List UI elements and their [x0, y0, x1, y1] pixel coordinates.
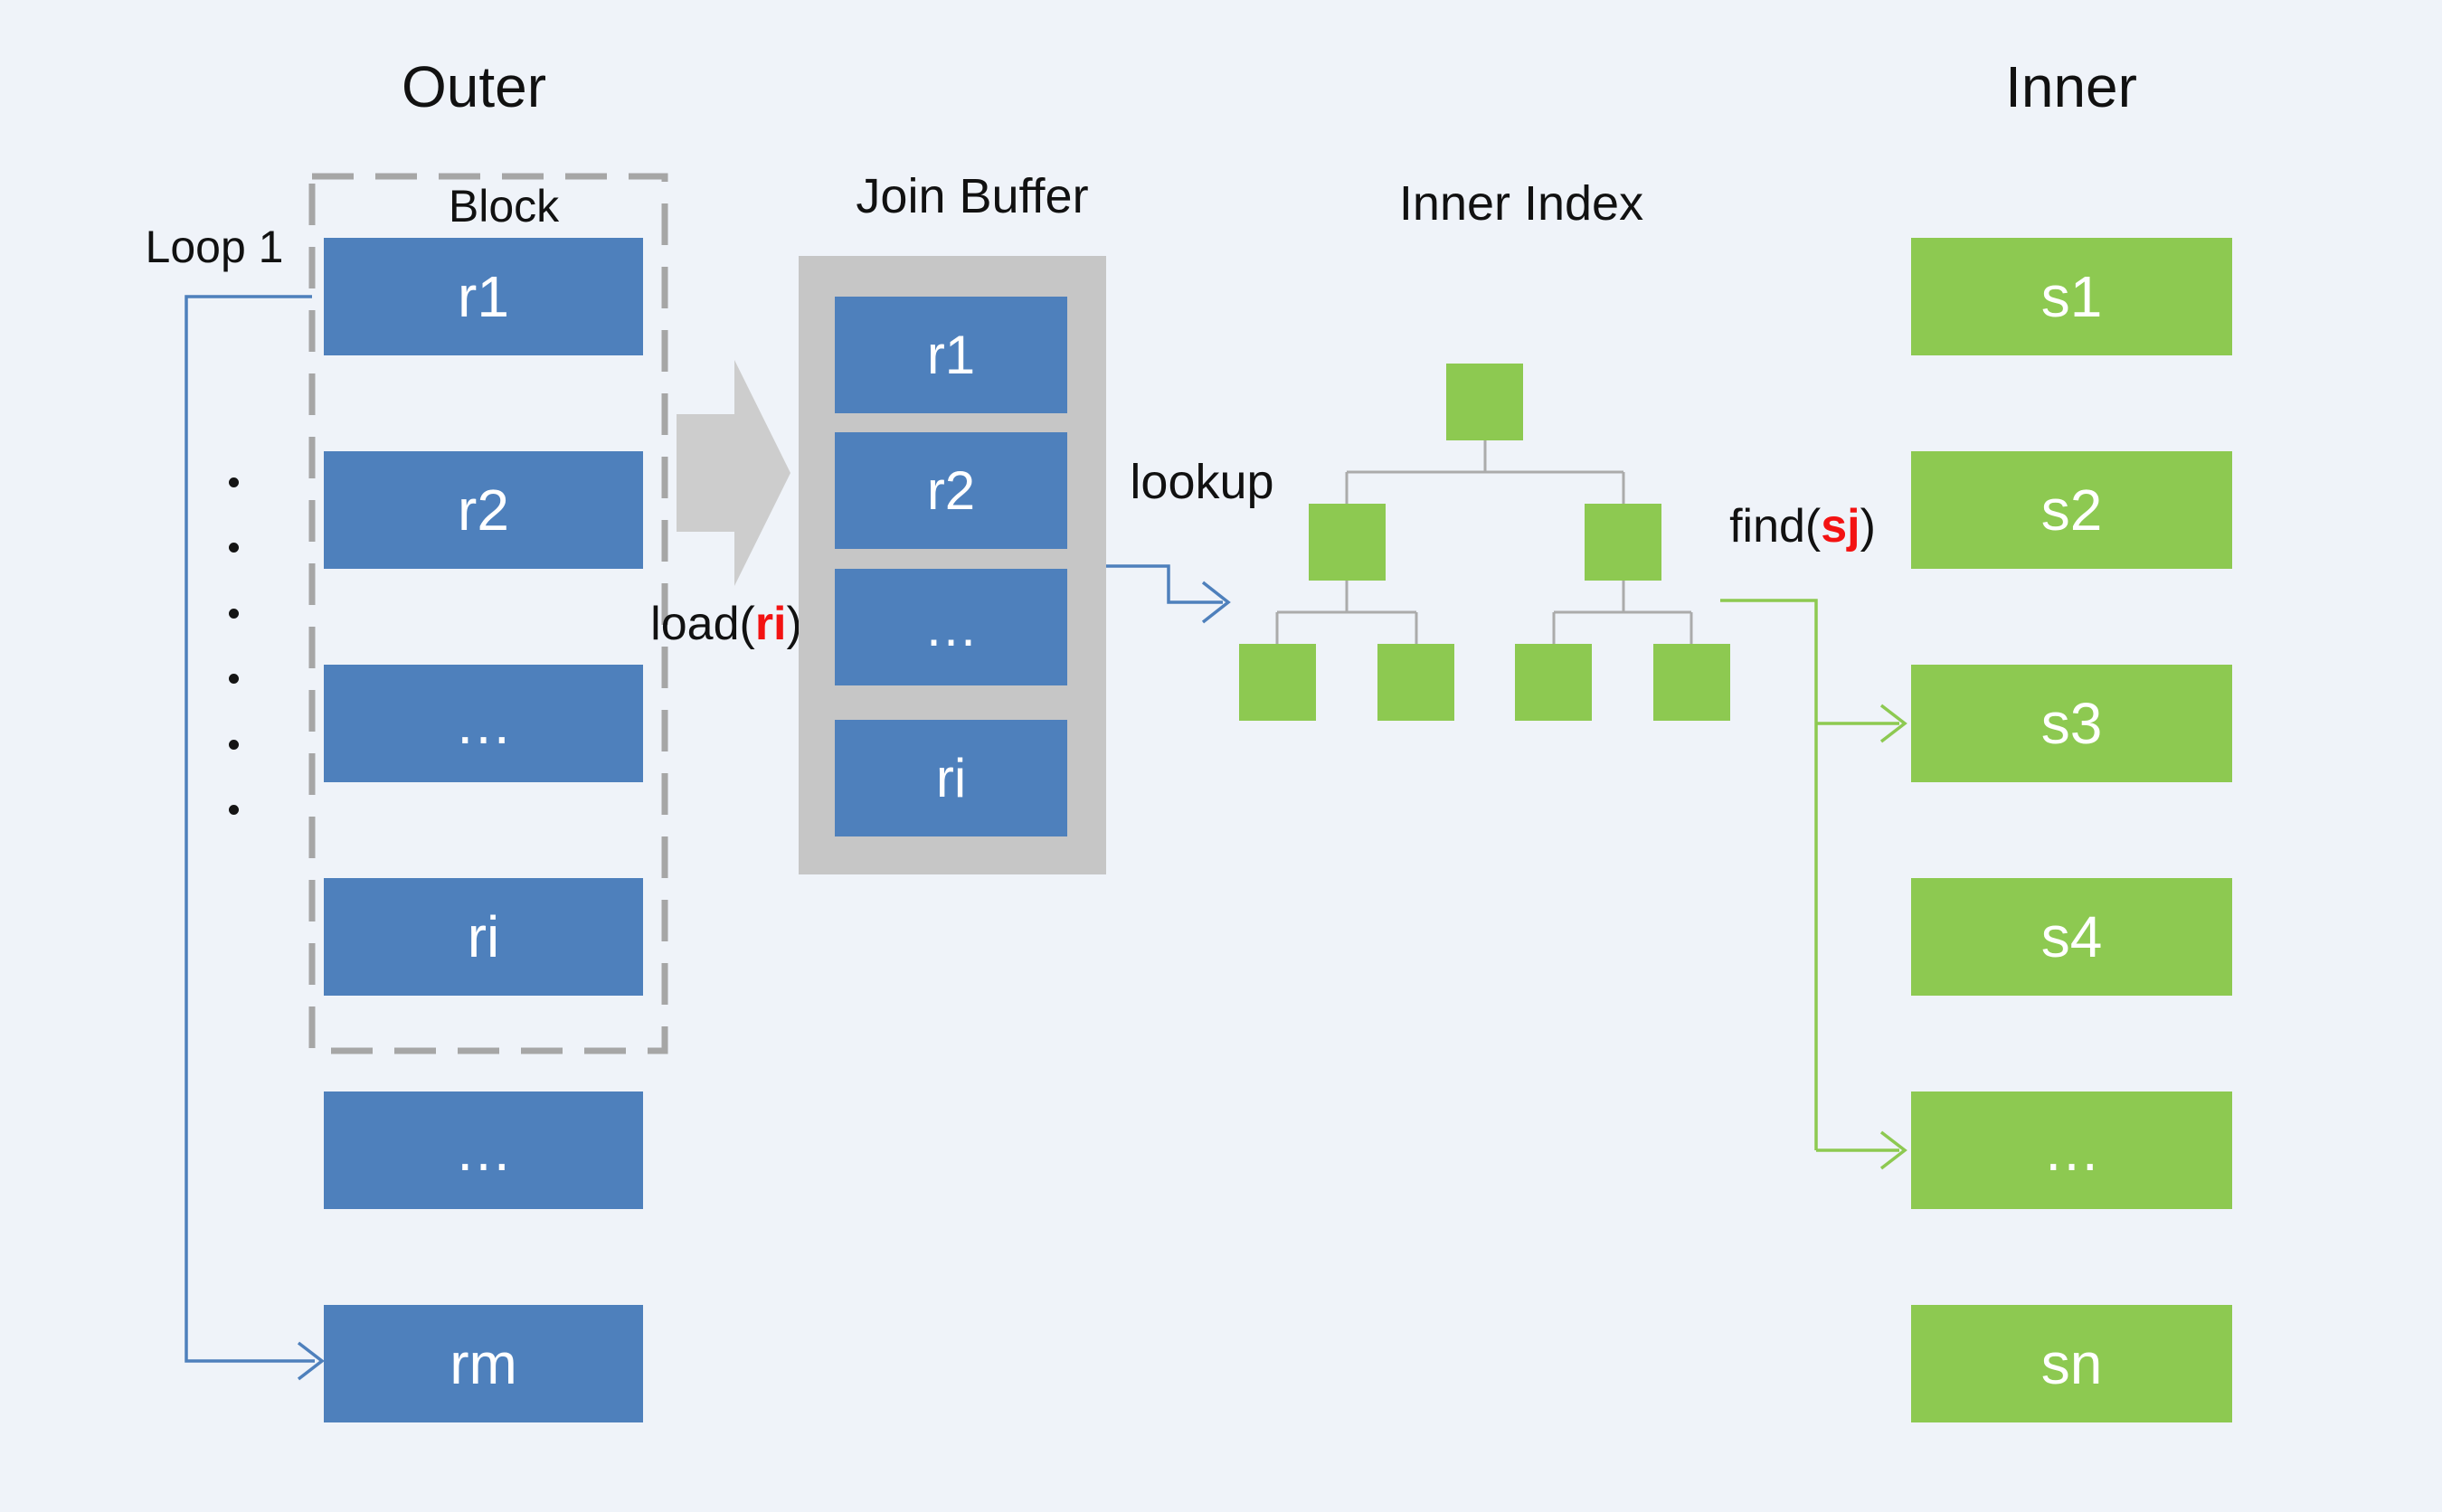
outer-row-ellipsis: … — [324, 665, 643, 782]
ellipsis-dot — [229, 543, 239, 553]
buffer-row-label: ri — [935, 747, 967, 808]
tree-node-leaf-4 — [1653, 644, 1730, 721]
buffer-row-r2: r2 — [835, 432, 1067, 549]
outer-row-label: ri — [467, 904, 500, 969]
ellipsis-dot — [229, 674, 239, 684]
inner-row-s3: s3 — [1911, 665, 2232, 782]
outer-row-r2: r2 — [324, 451, 643, 569]
outer-row-ellipsis: … — [324, 1091, 643, 1209]
inner-row-label: sn — [2040, 1331, 2103, 1396]
inner-title: Inner — [2005, 54, 2137, 119]
lookup-label: lookup — [1130, 455, 1274, 509]
inner-row-s1: s1 — [1911, 238, 2232, 355]
inner-row-sn: sn — [1911, 1305, 2232, 1422]
inner-row-s2: s2 — [1911, 451, 2232, 569]
inner-row-label: s3 — [2040, 691, 2103, 756]
outer-row-label: … — [454, 1118, 513, 1183]
load-suffix: ) — [786, 598, 802, 650]
outer-row-label: rm — [450, 1331, 517, 1396]
find-suffix: ) — [1860, 500, 1876, 553]
inner-row-label: … — [2042, 1118, 2101, 1183]
buffer-row-ri: ri — [835, 720, 1067, 836]
load-prefix: load( — [650, 598, 755, 650]
buffer-row-r1: r1 — [835, 297, 1067, 413]
loop1-label: Loop 1 — [145, 222, 284, 272]
outer-row-rm: rm — [324, 1305, 643, 1422]
buffer-row-label: r1 — [926, 324, 976, 385]
buffer-row-label: r2 — [926, 459, 976, 521]
buffer-row-label: … — [923, 596, 979, 657]
join-buffer-label: Join Buffer — [856, 169, 1089, 223]
find-arg: sj — [1821, 500, 1860, 553]
tree-node-leaf-1 — [1239, 644, 1316, 721]
inner-row-s4: s4 — [1911, 878, 2232, 996]
inner-index-label: Inner Index — [1398, 176, 1644, 231]
inner-row-label: s1 — [2040, 264, 2103, 329]
outer-title: Outer — [401, 54, 547, 119]
ellipsis-dot — [229, 805, 239, 815]
ellipsis-dot — [229, 477, 239, 487]
find-annotation: find(sj) — [1729, 503, 1876, 550]
load-annotation: load(ri) — [650, 600, 802, 647]
outer-row-label: … — [454, 691, 513, 756]
block-dashed-border — [308, 173, 668, 1054]
block-label: Block — [448, 181, 560, 232]
block-arrow-right-icon — [677, 360, 790, 586]
buffer-row-ellipsis: … — [835, 569, 1067, 685]
outer-row-label: r2 — [458, 477, 509, 543]
outer-row-label: r1 — [458, 264, 509, 329]
outer-row-ri: ri — [324, 878, 643, 996]
outer-row-r1: r1 — [324, 238, 643, 355]
index-tree-connectors — [1275, 440, 1693, 644]
find-prefix: find( — [1729, 500, 1822, 553]
tree-node-mid-right — [1585, 504, 1661, 581]
tree-node-leaf-2 — [1377, 644, 1454, 721]
tree-node-root — [1446, 364, 1523, 440]
join-buffer-container: r1 r2 … ri — [799, 256, 1106, 874]
find-arrow-path — [1720, 599, 1907, 1170]
loop1-arrow — [185, 295, 325, 1381]
lookup-arrow — [1106, 564, 1231, 624]
ellipsis-dot — [229, 609, 239, 619]
tree-node-leaf-3 — [1515, 644, 1592, 721]
inner-row-label: s4 — [2040, 904, 2103, 969]
tree-node-mid-left — [1309, 504, 1386, 581]
ellipsis-dot — [229, 740, 239, 750]
load-arg: ri — [754, 598, 787, 650]
inner-row-ellipsis: … — [1911, 1091, 2232, 1209]
inner-row-label: s2 — [2040, 477, 2103, 543]
